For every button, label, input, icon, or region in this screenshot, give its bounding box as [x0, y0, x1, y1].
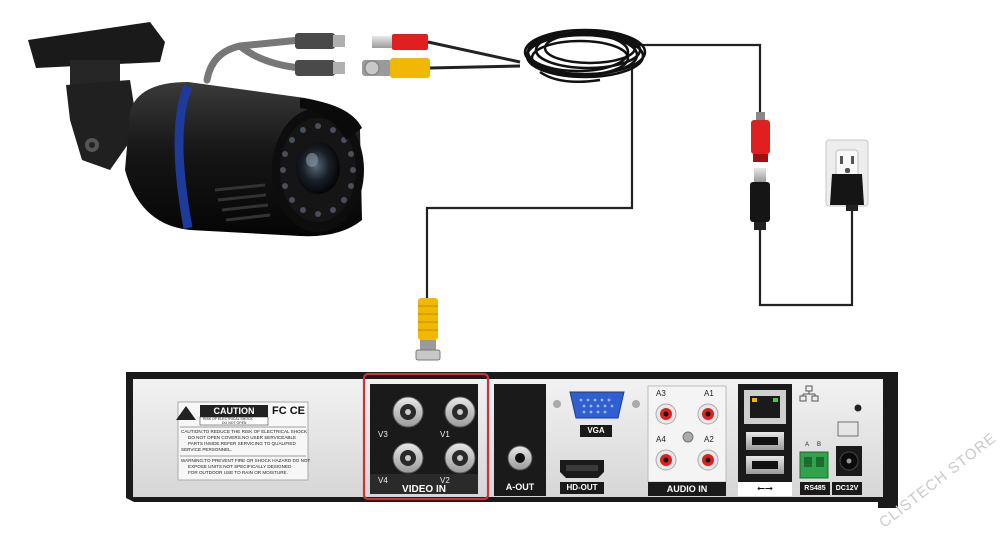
port-label-v4: V4 — [378, 476, 388, 485]
power-cable-bottom — [758, 205, 854, 307]
usb-symbol: ⭠⭢ — [757, 483, 773, 494]
audio-in-label: AUDIO IN — [666, 484, 708, 494]
ir-leds — [280, 123, 356, 217]
wires — [425, 43, 854, 307]
power-cable-top — [630, 43, 762, 118]
port-label-v3: V3 — [378, 430, 388, 439]
dvr-recorder — [126, 372, 898, 508]
port-label-v2: V2 — [440, 476, 450, 485]
dc12v-label: DC12V — [835, 485, 859, 492]
caution-title: CAUTION — [213, 406, 255, 416]
port-label-a2: A2 — [704, 435, 714, 444]
warning-line-1: DO NOT OPEN COVERS.NO USER SERVICEABLE — [188, 435, 297, 440]
fc-ce-mark: FC CE — [272, 405, 305, 417]
power-adapter — [830, 174, 864, 211]
warning-line-0: CAUTION:TO REDUCE THE RISK OF ELECTRICAL… — [181, 429, 308, 434]
warning-line-2: PARTS INSIDE.REFER SERVICING TO QUALIFIE… — [188, 441, 296, 446]
camera-lens — [296, 142, 340, 194]
warning-line-5: EXPOSE UNITS NOT SPECIFICALLY DESIGNED — [188, 464, 292, 469]
rs485-label: RS485 — [804, 485, 826, 492]
port-label-a4: A4 — [656, 435, 666, 444]
port-label-a1: A1 — [704, 389, 714, 398]
dc-power-splitter — [751, 112, 770, 162]
bnc-ports — [392, 396, 476, 474]
vga-label: VGA — [587, 426, 605, 435]
cable-connectors — [362, 34, 521, 78]
a-out-label: A-OUT — [505, 482, 535, 492]
camera-mount-arm — [66, 80, 138, 170]
warning-line-6: FOR OUTDOOR USE TO RAIN OR MOISTURE. — [188, 470, 288, 475]
rs485-pin-a: A — [805, 442, 810, 448]
cable-coil — [523, 28, 647, 83]
warning-line-3: SERVICE PERSONNEL. — [181, 447, 232, 452]
dc-power-plug — [750, 168, 770, 230]
port-label-a3: A3 — [656, 389, 666, 398]
camera-mount-base — [28, 22, 165, 68]
dvr-bnc-plug — [415, 298, 441, 361]
camera-pigtail — [203, 36, 304, 84]
video-in-label: VIDEO IN — [402, 484, 446, 495]
rs485-pin-b: B — [817, 442, 822, 448]
caution-sub-2: DO NOT OPEN — [222, 421, 247, 425]
video-in-highlight — [362, 372, 490, 501]
camera-blue-ring — [174, 84, 193, 229]
hd-out-label: HD-OUT — [566, 483, 598, 492]
video-cable — [425, 64, 634, 300]
pigtail-connectors — [295, 33, 345, 76]
caution-sub-1: RISK OF ELECTRICAL SHOCK — [203, 417, 253, 421]
warning-line-4: WARNING:TO PREVENT FIRE OR SHOCK HAZARD … — [181, 458, 311, 463]
security-camera — [28, 22, 364, 237]
port-label-v1: V1 — [440, 430, 450, 439]
